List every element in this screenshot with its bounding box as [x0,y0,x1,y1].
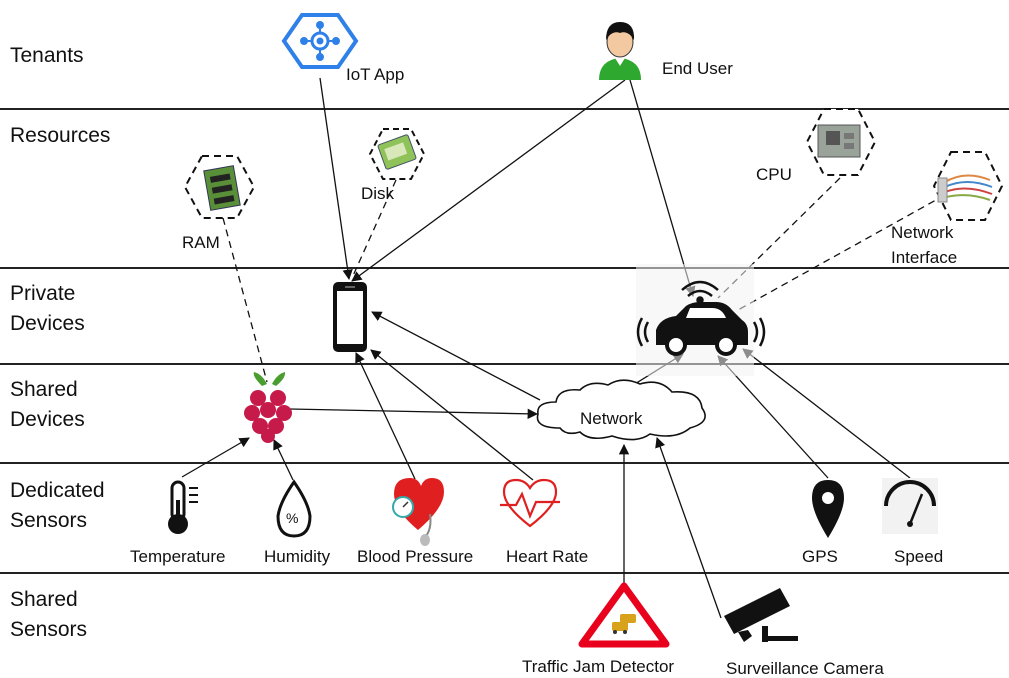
cloud-icon [536,379,706,441]
disk-node[interactable] [368,128,426,180]
layer-label-private-devices-2: Devices [10,312,85,335]
cpu-board-icon [817,124,861,158]
speed-label: Speed [894,547,943,566]
connected-car-icon [636,280,766,356]
cctv-camera-icon [724,588,798,642]
warning-triangle-cars-icon [578,582,670,648]
surveillance-camera-label: Surveillance Camera [726,659,884,678]
ram-label: RAM [182,233,220,252]
raspberry-pi-node[interactable] [244,372,292,443]
connections [181,77,946,619]
disk-label: Disk [361,184,395,203]
layer-label-dedicated-sensors-1: Dedicated [10,479,105,502]
speed-node[interactable] [882,478,938,534]
blood-pressure-label: Blood Pressure [357,547,473,566]
layer-label-shared-devices-1: Shared [10,378,78,401]
ram-module-icon [203,165,241,211]
network-interface-label-1: Network [891,223,954,242]
blood-pressure-node[interactable] [392,478,444,546]
car-node[interactable] [636,264,766,376]
edge-gps-to-car [717,355,829,479]
traffic-jam-detector-label: Traffic Jam Detector [522,657,674,676]
layer-label-shared-devices-2: Devices [10,408,85,431]
network-interface-node[interactable] [932,151,1004,221]
temperature-node[interactable] [168,480,198,534]
edge-end-user-to-car [629,79,696,297]
surveillance-camera-node[interactable] [724,588,798,642]
edge-humidity-to-raspberry [273,439,294,481]
edge-speed-to-car [742,348,911,479]
layer-dividers [0,108,1009,574]
disk-icon [377,134,417,170]
heart-rate-node[interactable] [500,478,560,528]
edge-network-to-smartphone [371,311,541,401]
smartphone-icon [333,282,367,352]
edge-temperature-to-raspberry [181,437,250,478]
heartbeat-icon [500,478,560,528]
cpu-label: CPU [756,165,792,184]
iot-app-node[interactable] [281,13,359,69]
humidity-label: Humidity [264,547,331,566]
water-drop-percent-icon [276,479,312,538]
heart-rate-label: Heart Rate [506,547,588,566]
edge-network-interface-to-car [737,194,946,311]
hub-core [316,37,324,45]
edge-ram-to-raspberry [222,217,268,383]
network-interface-label-2: Interface [891,248,957,267]
gps-node[interactable] [812,480,844,538]
network-node[interactable] [536,379,706,441]
temperature-label: Temperature [130,547,225,566]
iot-app-label: IoT App [346,65,404,84]
layer-label-private-devices-1: Private [10,282,75,305]
layer-label-shared-sensors-2: Sensors [10,618,87,641]
edge-end-user-to-smartphone [351,79,626,282]
network-label: Network [580,409,643,428]
heart-gauge-icon [392,478,444,546]
person-icon [599,22,641,80]
end-user-node[interactable] [599,22,641,80]
traffic-jam-detector-node[interactable] [578,582,670,648]
edge-disk-to-smartphone [351,179,397,279]
layer-label-tenants: Tenants [10,44,84,67]
humidity-percent-symbol: % [286,510,298,526]
layer-label-resources: Resources [10,124,110,147]
gps-label: GPS [802,547,838,566]
edge-heart-rate-to-smartphone [370,349,534,481]
cpu-node[interactable] [805,108,877,176]
thermometer-icon [168,480,198,534]
humidity-node[interactable]: % [276,479,312,538]
layer-label-shared-sensors-1: Shared [10,588,78,611]
ram-node[interactable] [183,155,256,219]
raspberry-icon [244,372,292,443]
layer-label-dedicated-sensors-2: Sensors [10,509,87,532]
end-user-label: End User [662,59,733,78]
network-interface-hexagon [932,151,1004,221]
edge-raspberry-to-network [289,408,539,420]
edge-iot-app-to-smartphone [319,77,353,281]
hub-satellites [300,21,340,61]
map-pin-icon [812,480,844,538]
edge-cpu-to-car [717,177,841,299]
smartphone-node[interactable] [333,282,367,352]
network-cables-icon [937,174,993,203]
edge-blood-pressure-to-smartphone [355,352,416,480]
edge-camera-to-network [655,437,722,619]
speedometer-icon [882,478,938,534]
